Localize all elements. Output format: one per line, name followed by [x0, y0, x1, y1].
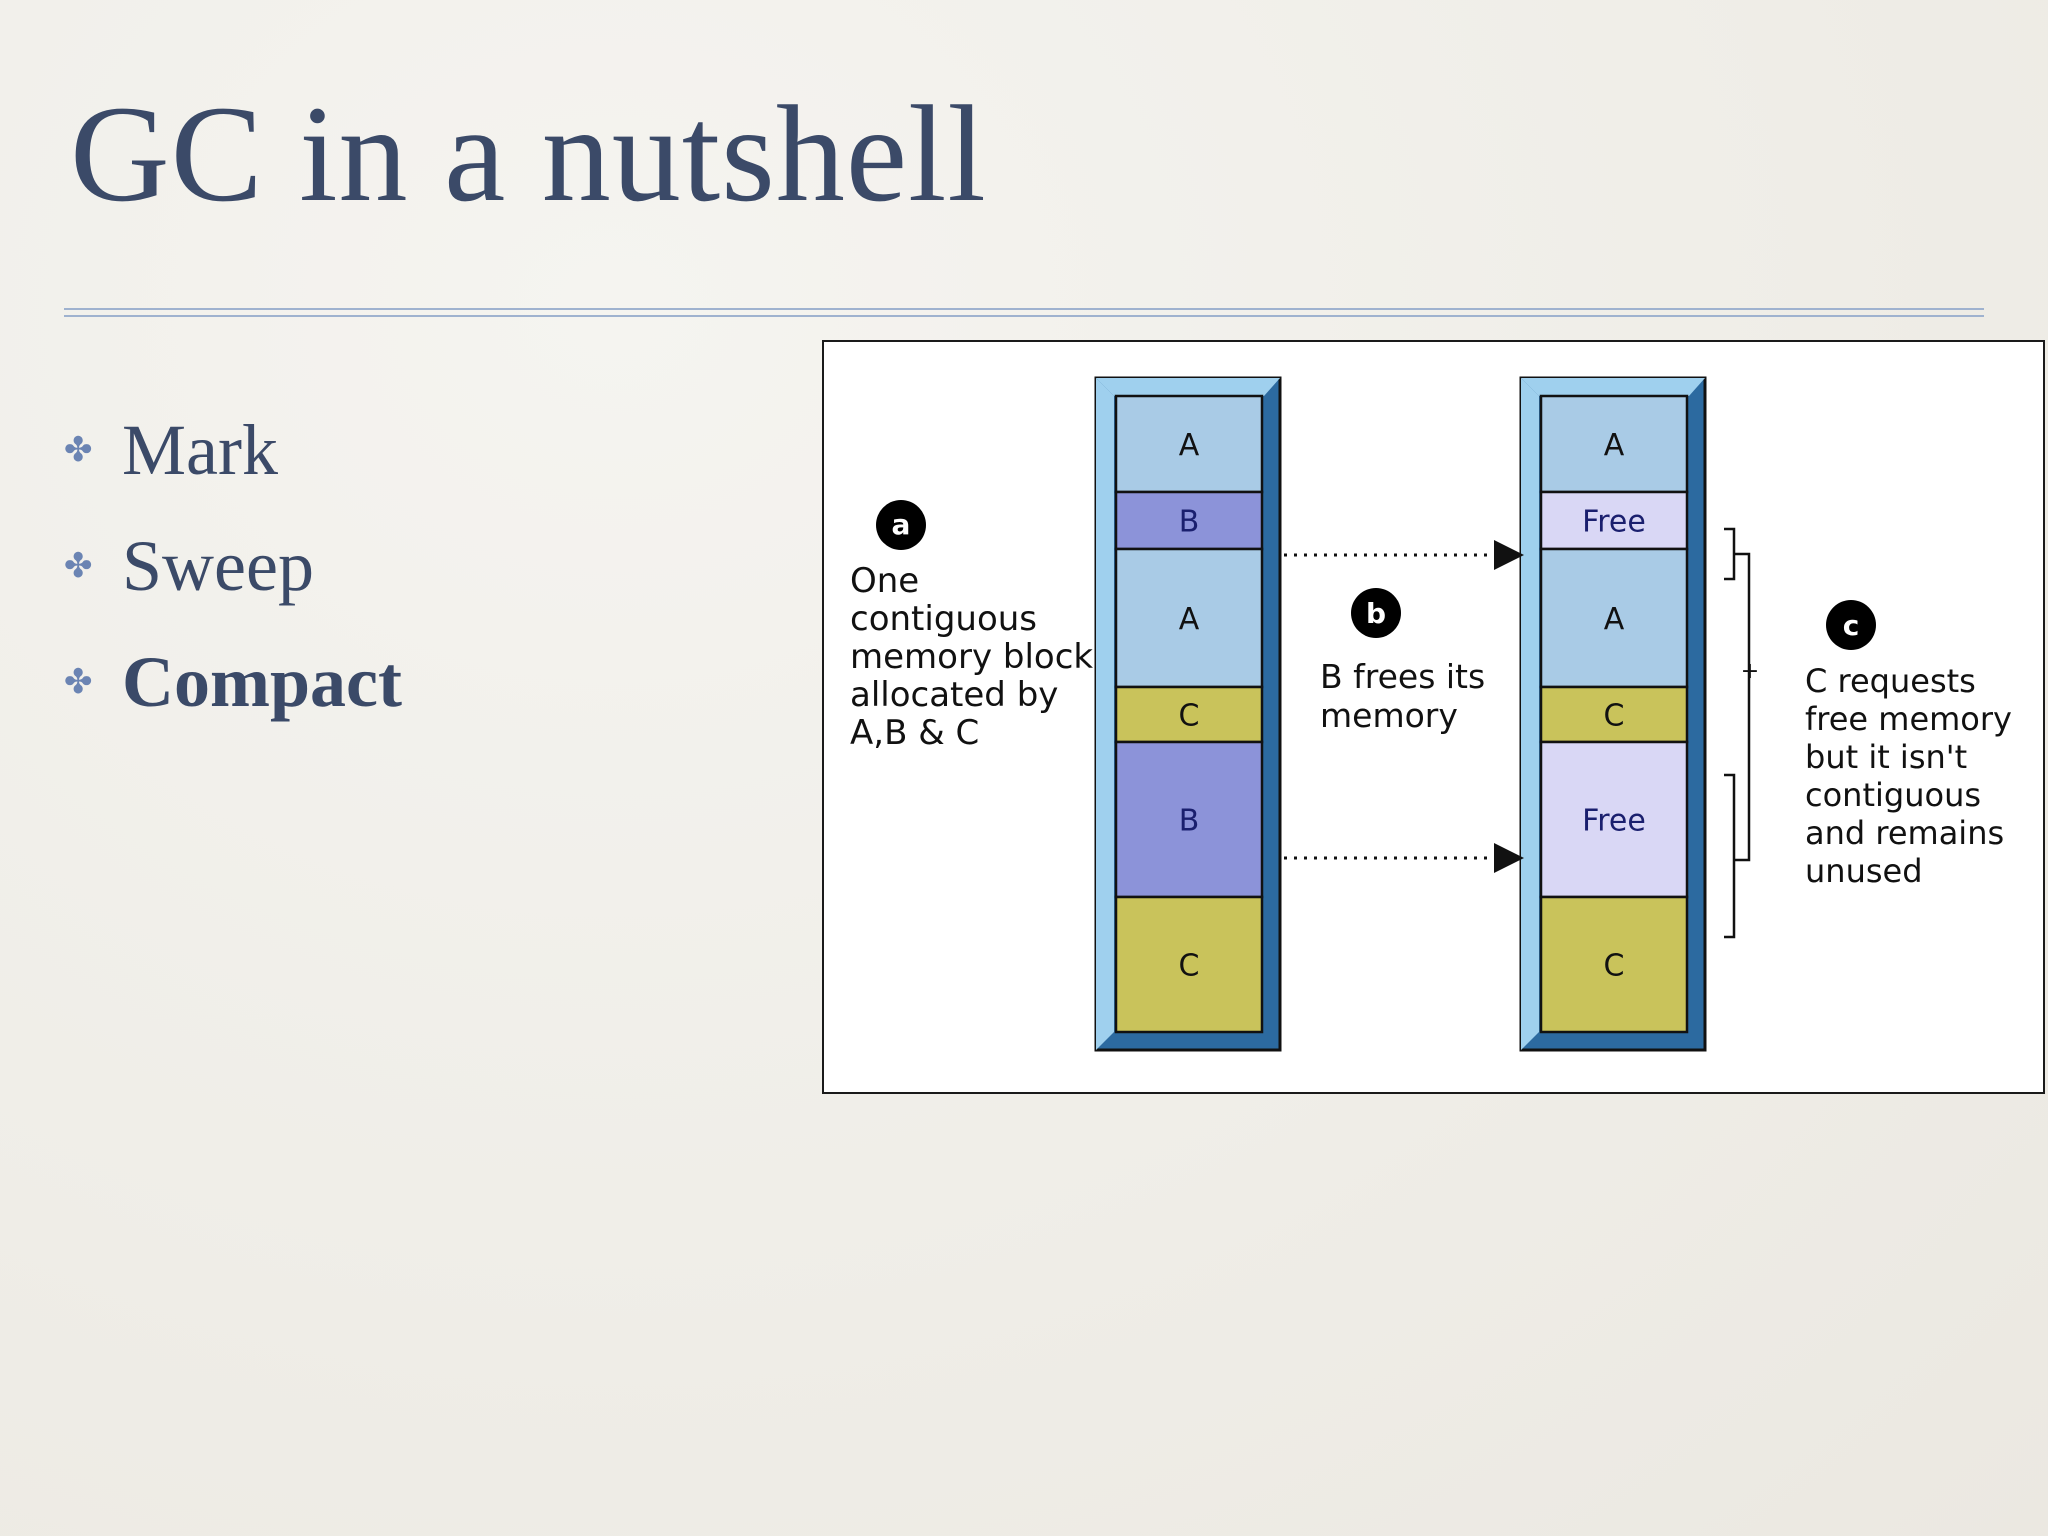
- left-memory-column: A B A C B C: [1094, 376, 1282, 1052]
- bullet-text: Compact: [122, 641, 402, 722]
- right-memory-block-label: C: [1604, 949, 1625, 984]
- step-c-caption-line: and remains: [1805, 814, 2004, 852]
- bullet-list: ✤ Mark ✤ Sweep ✤ Compact: [64, 392, 402, 740]
- step-a-badge: [876, 500, 926, 550]
- left-column-bevel-top: [1096, 378, 1280, 396]
- right-column-bevel-top: [1521, 378, 1705, 396]
- right-memory-block-label: A: [1604, 428, 1625, 463]
- step-b-badge: [1351, 588, 1401, 638]
- bullet-item-compact: ✤ Compact: [64, 624, 402, 740]
- step-a: a One contiguous memory block allocated …: [850, 500, 1093, 753]
- step-c-caption-line: C requests: [1805, 662, 1976, 700]
- right-column-bevel-left: [1521, 378, 1539, 1050]
- bullet-item-mark: ✤ Mark: [64, 392, 402, 508]
- right-memory-block-label: A: [1604, 602, 1625, 637]
- left-memory-block-c: [1114, 895, 1264, 1034]
- left-memory-block-b: [1114, 740, 1264, 899]
- right-memory-block-a: [1539, 547, 1689, 689]
- left-column-bevel-left: [1096, 378, 1114, 1050]
- step-c: c C requests free memory but it isn't co…: [1805, 600, 2012, 890]
- step-b-badge-letter: b: [1366, 597, 1386, 630]
- free-block-brackets: [1724, 527, 1751, 939]
- title-divider-line: [64, 308, 1984, 310]
- bullet-text: Mark: [122, 409, 278, 490]
- four-petal-flower-icon: ✤: [64, 662, 93, 702]
- step-c-caption-line: unused: [1805, 852, 1923, 890]
- bullet-text: Sweep: [122, 525, 314, 606]
- step-b-caption-line: memory: [1320, 696, 1458, 735]
- left-memory-block-a: [1114, 547, 1264, 689]
- left-memory-block-label: B: [1179, 804, 1200, 839]
- right-memory-block-free: [1539, 490, 1689, 551]
- right-memory-block-c: [1539, 895, 1689, 1034]
- step-a-badge-letter: a: [892, 508, 911, 541]
- left-memory-block-label: C: [1179, 949, 1200, 984]
- right-memory-block-c: [1539, 685, 1689, 744]
- step-b-caption-line: B frees its: [1320, 657, 1485, 696]
- left-memory-block-label: A: [1179, 428, 1200, 463]
- step-a-caption-line: A,B & C: [850, 713, 979, 753]
- step-b: b B frees its memory: [1320, 588, 1485, 735]
- step-c-badge-letter: c: [1843, 609, 1860, 642]
- step-c-caption-line: free memory: [1805, 700, 2012, 738]
- title-divider-line-secondary: [64, 315, 1984, 317]
- step-c-caption-line: contiguous: [1805, 776, 1981, 814]
- left-memory-block-label: B: [1179, 505, 1200, 540]
- four-petal-flower-icon: ✤: [64, 430, 93, 470]
- right-memory-block-label: C: [1604, 699, 1625, 734]
- four-petal-flower-icon: ✤: [64, 546, 93, 586]
- right-memory-block-label: Free: [1582, 505, 1646, 540]
- left-memory-block-a: [1114, 394, 1264, 494]
- slide-title: GC in a nutshell: [70, 77, 987, 230]
- step-a-caption-line: contiguous: [850, 599, 1037, 639]
- step-c-badge: [1826, 600, 1876, 650]
- right-memory-block-label: Free: [1582, 804, 1646, 839]
- step-a-caption-line: memory block: [850, 637, 1093, 677]
- left-memory-block-label: C: [1179, 699, 1200, 734]
- bullet-item-sweep: ✤ Sweep: [64, 508, 402, 624]
- step-a-caption-line: allocated by: [850, 675, 1058, 715]
- plus-sign: +: [1741, 659, 1759, 684]
- step-c-caption-line: but it isn't: [1805, 738, 1967, 776]
- left-memory-block-label: A: [1179, 602, 1200, 637]
- step-a-caption-line: One: [850, 561, 919, 601]
